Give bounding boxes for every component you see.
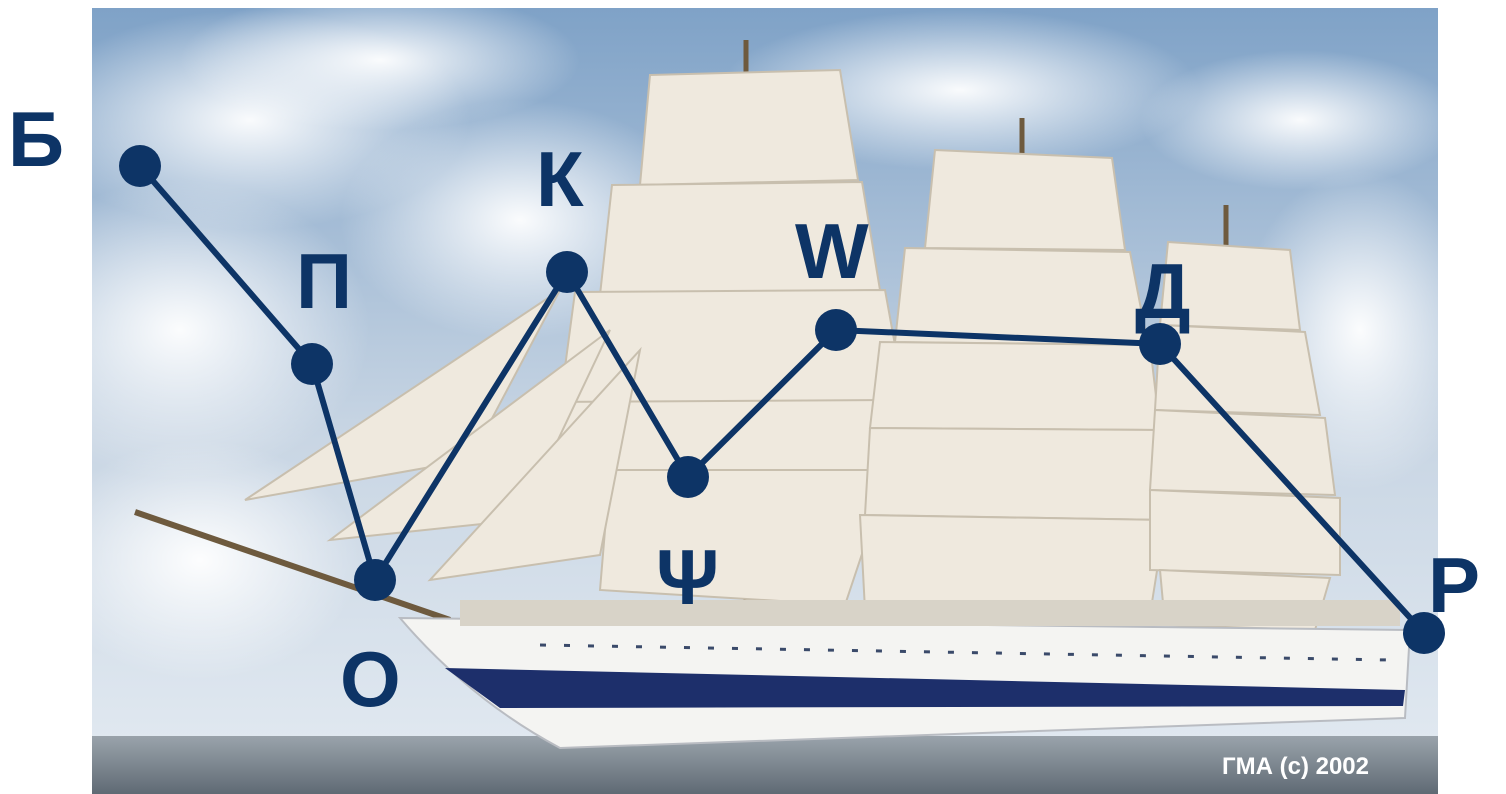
- bowsprit: [134, 509, 451, 623]
- letter-labels: Б П О К Ψ W Д Р: [8, 95, 1480, 723]
- dot-b: [119, 145, 161, 187]
- dot-w: [815, 309, 857, 351]
- label-r: Р: [1428, 541, 1480, 629]
- photo-credit: ГМА (с) 2002: [1222, 753, 1369, 780]
- label-w: W: [795, 207, 869, 295]
- label-p: П: [296, 237, 352, 325]
- sails: [244, 68, 1341, 632]
- label-psi: Ψ: [656, 533, 719, 621]
- dot-p: [291, 343, 333, 385]
- label-o: О: [340, 635, 401, 723]
- label-k: К: [536, 135, 584, 223]
- hull: [397, 600, 1412, 750]
- sea: [92, 736, 1438, 794]
- label-b: Б: [8, 95, 64, 183]
- dot-o: [354, 559, 396, 601]
- dot-psi: [667, 456, 709, 498]
- dot-d: [1139, 323, 1181, 365]
- dot-k: [546, 251, 588, 293]
- dot-r: [1403, 612, 1445, 654]
- label-d: Д: [1135, 247, 1191, 335]
- connecting-line: [137, 164, 1427, 636]
- dots: [119, 145, 1445, 654]
